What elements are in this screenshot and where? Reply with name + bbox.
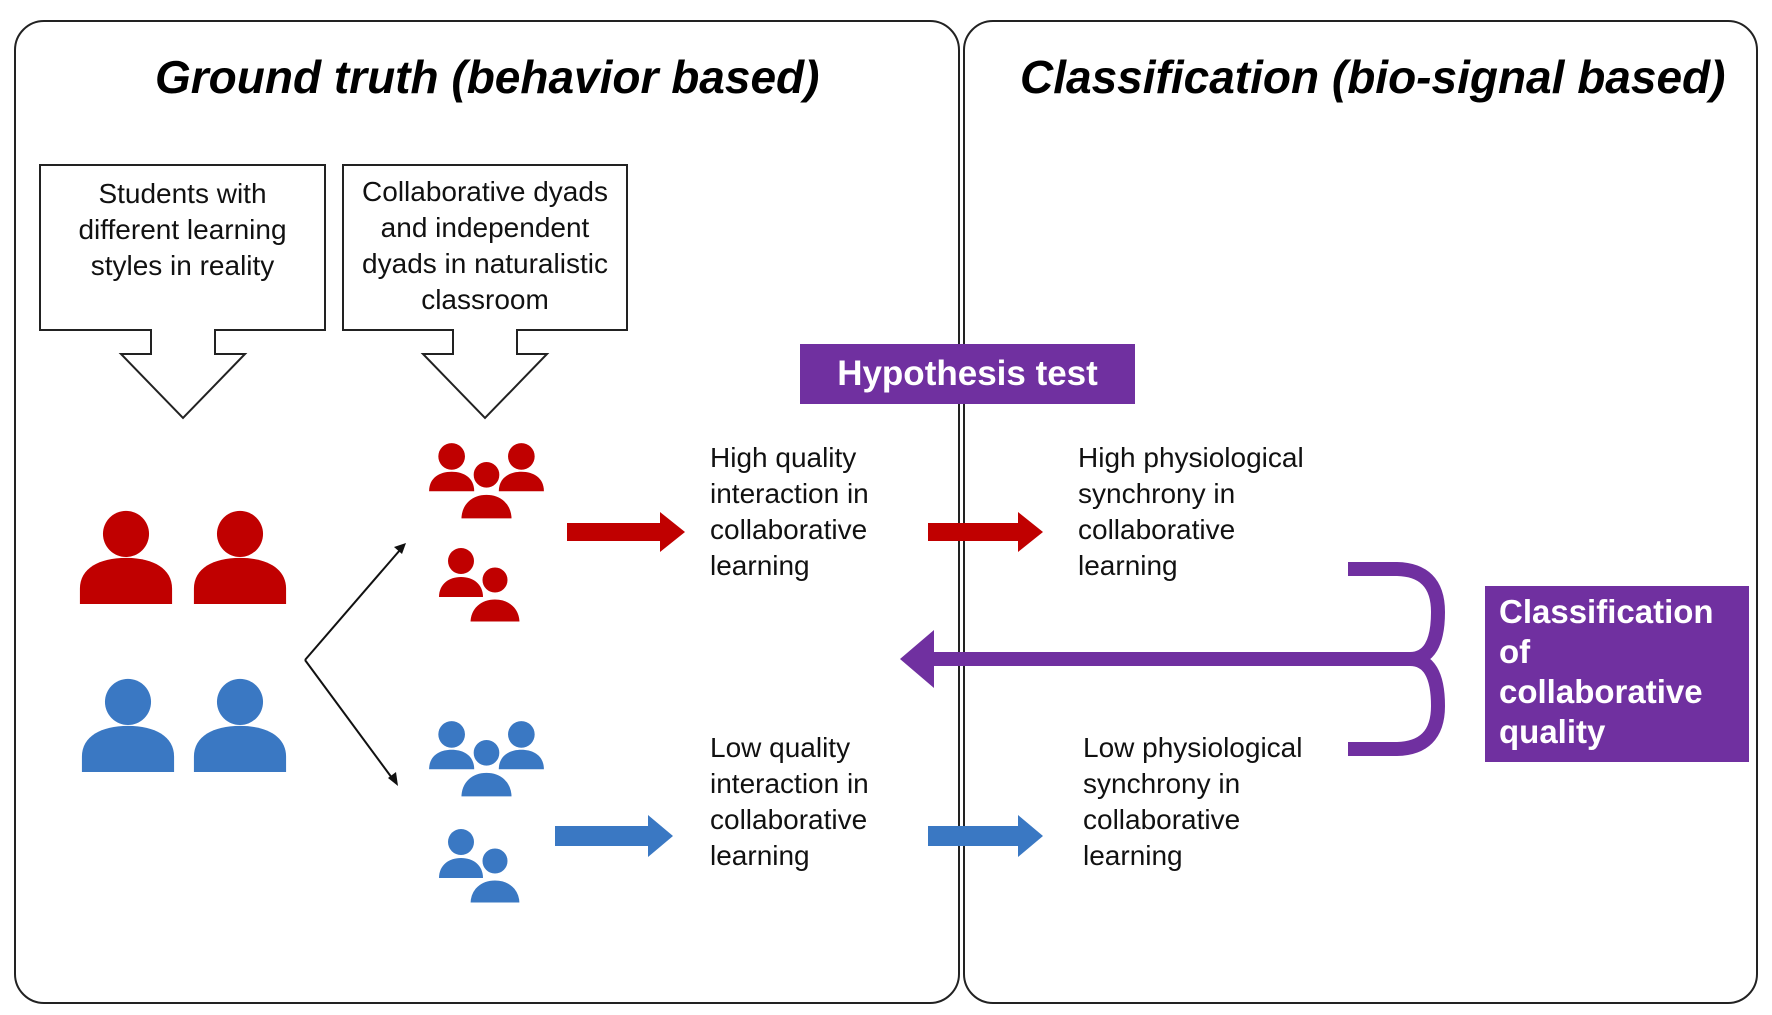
low-physiological-synchrony-text: Low physiological synchrony in collabora… [1083,732,1303,871]
callout-dyads-text: Collaborative dyads and independent dyad… [362,176,608,315]
classification-label: Classification of collaborative quality [1485,586,1749,762]
low-quality-interaction-text: Low quality interaction in collaborative… [710,732,869,871]
red-arrow-1 [567,512,685,552]
person-icon [193,510,287,604]
callout-learning-styles-box [39,164,326,420]
high-physiological-synchrony-text: High physiological synchrony in collabor… [1078,442,1304,581]
group-icon [427,719,546,800]
callout-dyads-box [342,164,628,420]
red-arrow-2 [928,512,1043,552]
group-icon [437,827,523,906]
hypothesis-test-text: Hypothesis test [837,354,1098,393]
callout-learning-styles-text: Students with different learning styles … [78,178,287,281]
classification-title: Classification (bio-signal based) [1020,51,1726,103]
group-icon [437,546,523,625]
high-quality-interaction-text: High quality interaction in collaborativ… [710,442,869,581]
split-arrow-down [304,659,393,779]
blue-arrow-1 [555,815,673,857]
ground-truth-title: Ground truth (behavior based) [155,51,820,103]
person-icon [79,510,173,604]
blue-arrow-2 [928,815,1043,857]
group-icon [427,441,546,522]
purple-return-arrow [900,630,1410,688]
classification-panel [963,20,1758,1004]
split-arrow-up [304,549,401,661]
person-icon [193,678,287,772]
person-icon [81,678,175,772]
classification-text: Classification of collaborative quality [1499,593,1714,750]
hypothesis-test-label: Hypothesis test [800,344,1135,404]
